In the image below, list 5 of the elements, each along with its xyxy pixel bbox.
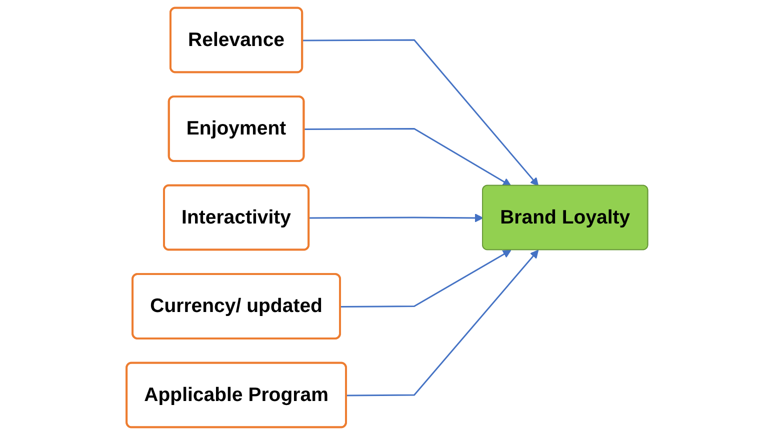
arrow (302, 39, 538, 186)
arrow (340, 250, 512, 308)
arrow (346, 250, 538, 396)
arrow (308, 214, 484, 222)
arrow (304, 128, 512, 186)
